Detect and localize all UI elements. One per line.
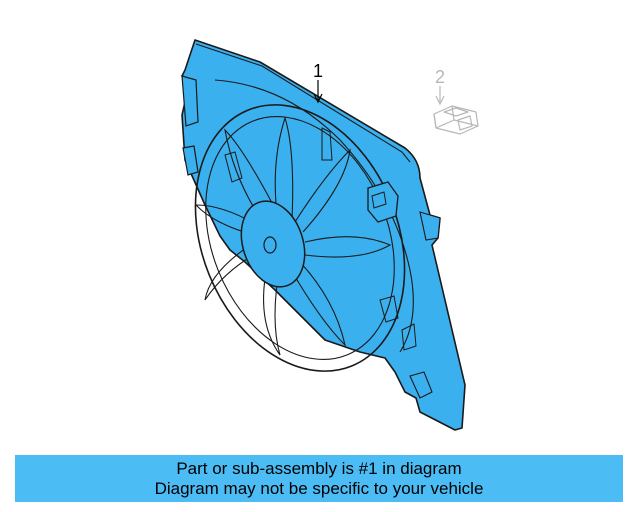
caption-line-1: Part or sub-assembly is #1 in diagram xyxy=(176,459,462,478)
shroud-left-clip xyxy=(182,145,199,176)
parts-diagram: 1 2 xyxy=(157,39,479,431)
shroud-right-ear xyxy=(419,211,441,241)
shroud-bottom-bracket xyxy=(409,371,433,399)
motor-connector xyxy=(367,181,399,223)
caption-line-2: Diagram may not be specific to your vehi… xyxy=(154,479,484,498)
shroud-top-lip xyxy=(195,43,411,163)
callout-1-leader xyxy=(313,80,323,104)
shroud-struts xyxy=(224,127,417,351)
shroud-left-tab xyxy=(181,75,199,127)
callout-number-2: 2 xyxy=(435,67,446,87)
fan-blades xyxy=(194,116,392,356)
shroud-body xyxy=(181,39,466,431)
fan-shroud-assembly[interactable] xyxy=(157,39,466,431)
caption-banner: Part or sub-assembly is #1 in diagram Di… xyxy=(15,455,623,502)
callout-2-leader xyxy=(435,86,445,106)
connector-bracket-ghost[interactable] xyxy=(433,105,479,135)
fan-hub-inner xyxy=(263,236,277,254)
callout-number-1: 1 xyxy=(313,61,324,81)
